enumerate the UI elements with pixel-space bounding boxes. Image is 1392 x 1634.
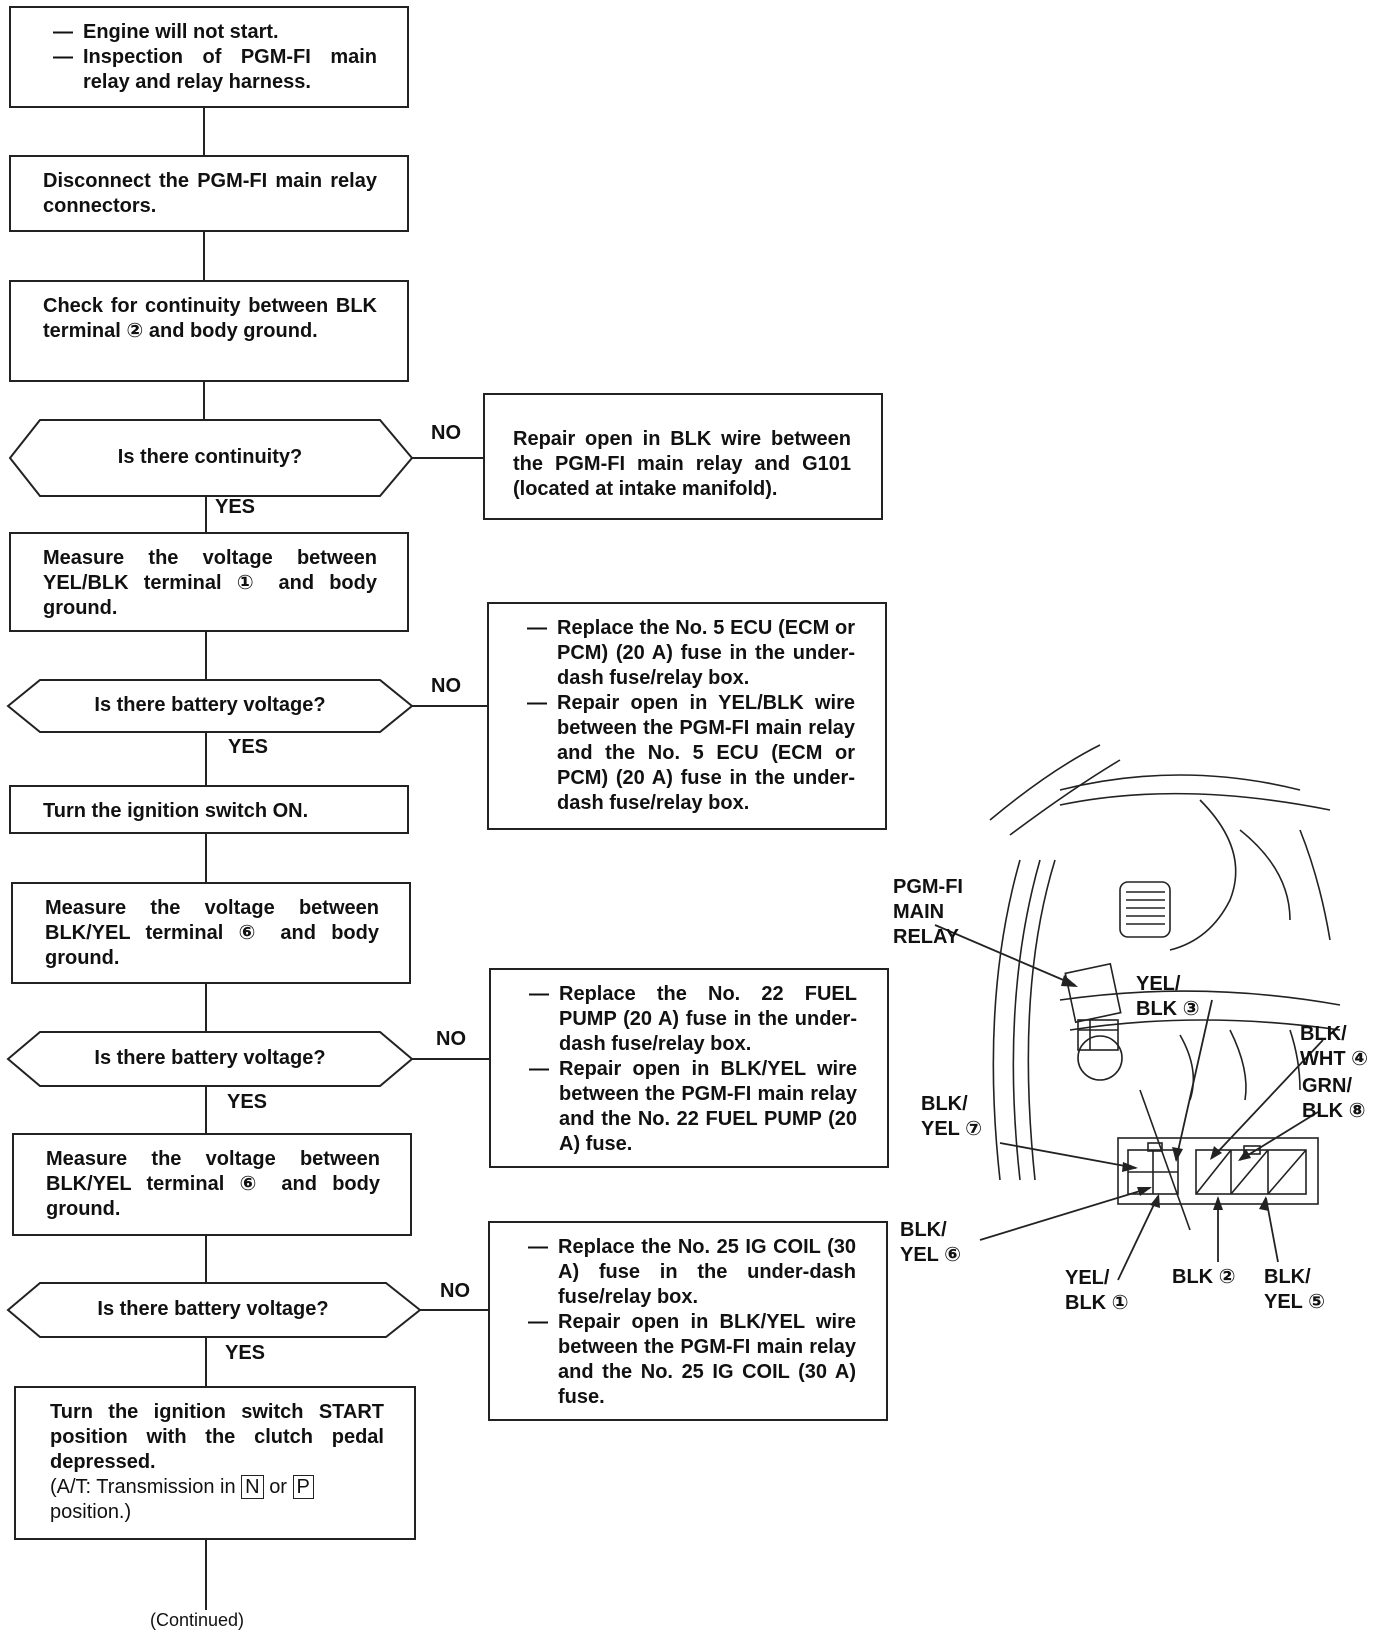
repair-blk-wire-box: Repair open in BLK wire between the PGM-… bbox=[483, 393, 883, 520]
repair-blk-wire-text: Repair open in BLK wire between the PGM-… bbox=[513, 428, 851, 500]
decision-voltage-1-text: Is there battery voltage? bbox=[94, 694, 326, 716]
step-measure-blkyel-b-text: Measure the voltage between BLK/YEL term… bbox=[46, 1148, 380, 1220]
remedy-1-item-2: Repair open in YEL/BLK wire between the … bbox=[527, 691, 855, 816]
p-key: P bbox=[292, 1475, 314, 1499]
final-step-text: Turn the ignition switch START position … bbox=[50, 1401, 384, 1473]
remedy-2-item-2: Repair open in BLK/YEL wire between the … bbox=[529, 1057, 857, 1157]
terminal-blk-2: BLK ② bbox=[1172, 1266, 1236, 1288]
start-bullet-2: Inspection of PGM-FI main relay and rela… bbox=[53, 45, 377, 95]
continued-label: (Continued) bbox=[150, 1610, 245, 1630]
step-measure-yelblk-text: Measure the voltage between YEL/BLK term… bbox=[43, 547, 377, 619]
decision-continuity-text: Is there continuity? bbox=[117, 446, 303, 468]
relay-label: PGM-FI MAIN RELAY bbox=[893, 876, 963, 948]
terminal-blk-yel-5: BLK/ YEL ⑤ bbox=[1264, 1266, 1326, 1313]
step-measure-blkyel-a-text: Measure the voltage between BLK/YEL term… bbox=[45, 897, 379, 969]
final-step-or: or bbox=[269, 1476, 287, 1498]
step-disconnect: Disconnect the PGM-FI main relay connect… bbox=[9, 155, 409, 232]
start-bullet-1: Engine will not start. bbox=[53, 20, 377, 45]
final-step-at-prefix: (A/T: Transmission in bbox=[50, 1476, 236, 1498]
step-ignition-on-text: Turn the ignition switch ON. bbox=[43, 800, 309, 822]
step-check-continuity: Check for continuity between BLK termina… bbox=[9, 280, 409, 382]
final-step-at-line: (A/T: Transmission in N or P bbox=[50, 1475, 384, 1500]
remedy-1-box: Replace the No. 5 ECU (ECM or PCM) (20 A… bbox=[487, 602, 887, 830]
remedy-1-item-1: Replace the No. 5 ECU (ECM or PCM) (20 A… bbox=[527, 616, 855, 691]
yes-label-1: YES bbox=[215, 496, 256, 518]
terminal-yel-blk-3: YEL/ BLK ③ bbox=[1136, 973, 1200, 1020]
decision-voltage-3-text: Is there battery voltage? bbox=[97, 1298, 329, 1320]
final-step-box: Turn the ignition switch START position … bbox=[14, 1386, 416, 1540]
final-step-at-suffix: position.) bbox=[50, 1501, 132, 1523]
n-key: N bbox=[241, 1475, 264, 1499]
remedy-3-box: Replace the No. 25 IG COIL (30 A) fuse i… bbox=[488, 1221, 888, 1421]
decision-shape-voltage-2 bbox=[6, 1031, 414, 1087]
terminal-grn-blk-8: GRN/ BLK ⑧ bbox=[1302, 1075, 1366, 1122]
no-label-3: NO bbox=[436, 1028, 466, 1050]
yes-label-4: YES bbox=[225, 1342, 266, 1364]
decision-shape-voltage-1 bbox=[6, 679, 414, 733]
no-label-1: NO bbox=[431, 422, 461, 444]
decision-shape-continuity bbox=[8, 419, 414, 497]
decision-shape-voltage-3 bbox=[6, 1282, 422, 1338]
yes-label-3: YES bbox=[227, 1091, 268, 1113]
terminal-blk-wht-4: BLK/ WHT ④ bbox=[1300, 1023, 1369, 1070]
remedy-3-item-1: Replace the No. 25 IG COIL (30 A) fuse i… bbox=[528, 1235, 856, 1310]
no-label-4: NO bbox=[440, 1280, 470, 1302]
remedy-2-box: Replace the No. 22 FUEL PUMP (20 A) fuse… bbox=[489, 968, 889, 1168]
decision-voltage-2-text: Is there battery voltage? bbox=[94, 1047, 326, 1069]
remedy-3-item-2: Repair open in BLK/YEL wire between the … bbox=[528, 1310, 856, 1410]
terminal-blk-yel-7: BLK/ YEL ⑦ bbox=[921, 1093, 983, 1140]
step-measure-blkyel-a: Measure the voltage between BLK/YEL term… bbox=[11, 882, 411, 984]
no-label-2: NO bbox=[431, 675, 461, 697]
terminal-yel-blk-1: YEL/ BLK ① bbox=[1065, 1267, 1129, 1314]
relay-location-illustration bbox=[989, 744, 1341, 1231]
step-measure-yelblk: Measure the voltage between YEL/BLK term… bbox=[9, 532, 409, 632]
remedy-2-item-1: Replace the No. 22 FUEL PUMP (20 A) fuse… bbox=[529, 982, 857, 1057]
step-measure-blkyel-b: Measure the voltage between BLK/YEL term… bbox=[12, 1133, 412, 1236]
step-check-continuity-text: Check for continuity between BLK termina… bbox=[43, 295, 377, 342]
terminal-blk-yel-6: BLK/ YEL ⑥ bbox=[900, 1219, 962, 1266]
start-box: Engine will not start. Inspection of PGM… bbox=[9, 6, 409, 108]
step-disconnect-text: Disconnect the PGM-FI main relay connect… bbox=[43, 170, 377, 217]
yes-label-2: YES bbox=[228, 736, 269, 758]
step-ignition-on: Turn the ignition switch ON. bbox=[9, 785, 409, 834]
